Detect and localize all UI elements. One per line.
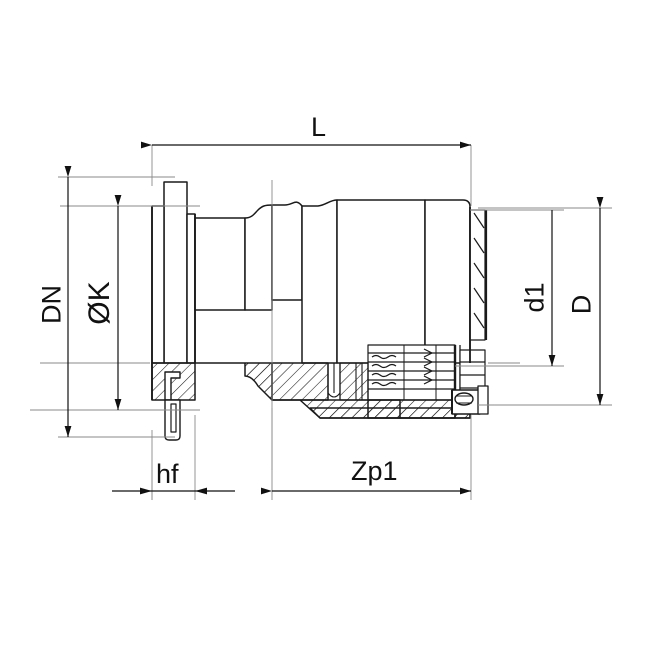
barrel-shoulder <box>271 201 303 301</box>
dimension-lines <box>64 141 604 495</box>
outline-emphasis <box>151 206 471 400</box>
o-ring-seat <box>451 385 489 415</box>
dimension-label-OK: ØK <box>83 281 116 325</box>
construction-lines <box>30 145 612 500</box>
dimension-label-d1: d1 <box>519 282 550 313</box>
hub-neck-upper <box>194 204 273 311</box>
flange-plate-upper <box>151 181 196 364</box>
dimension-label-DN: DN <box>36 285 67 324</box>
part-geometry <box>151 181 489 441</box>
end-cap-ribs <box>469 209 488 341</box>
dimension-label-L: L <box>311 112 327 142</box>
dimension-label-Zp1: Zp1 <box>351 456 398 486</box>
section-hatched-region <box>151 362 489 441</box>
dimension-label-hf: hf <box>156 459 179 489</box>
dimension-label-D: D <box>566 294 597 315</box>
body-barrel <box>301 199 471 364</box>
